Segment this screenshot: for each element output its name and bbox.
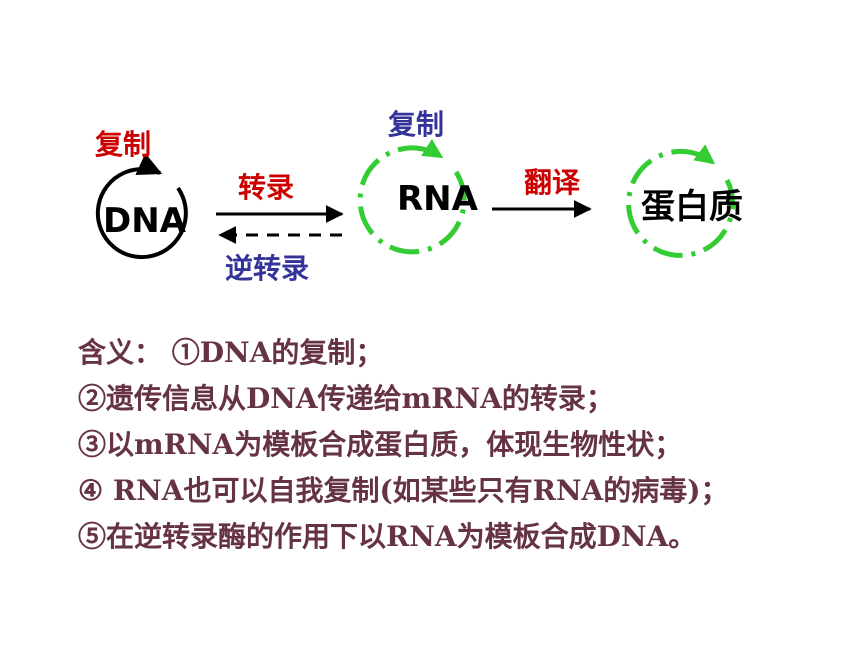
explanation-line-transcription: ②遗传信息从DNA传递给mRNA的转录；: [78, 382, 614, 415]
explanation-text: 含义： ①DNA的复制； ②遗传信息从DNA传递给mRNA的转录； ③以mRNA…: [78, 330, 848, 560]
explanation-line-translation: ③以mRNA为模板合成蛋白质，体现生物性状；: [78, 428, 683, 461]
transcription-label: 转录: [238, 171, 295, 204]
explanation-line-meaning: 含义： ①DNA的复制；: [78, 336, 384, 369]
dna-replication-label: 复制: [95, 128, 152, 161]
central-dogma-diagram: [95, 139, 736, 260]
dna-replication-cycle-arrow: [95, 153, 188, 260]
explanation-line-reverse-transcription: ⑤在逆转录酶的作用下以RNA为模板合成DNA。: [78, 520, 697, 553]
rna-replication-label: 复制: [388, 108, 445, 141]
reverse-transcription-label: 逆转录: [225, 252, 310, 285]
dna-node-label: DNA: [103, 201, 186, 241]
translation-label: 翻译: [524, 166, 581, 199]
rna-node-label: RNA: [397, 179, 478, 219]
protein-node-label: 蛋白质: [641, 187, 743, 227]
explanation-line-rna-replication: ④ RNA也可以自我复制(如某些只有RNA的病毒)；: [78, 474, 729, 507]
